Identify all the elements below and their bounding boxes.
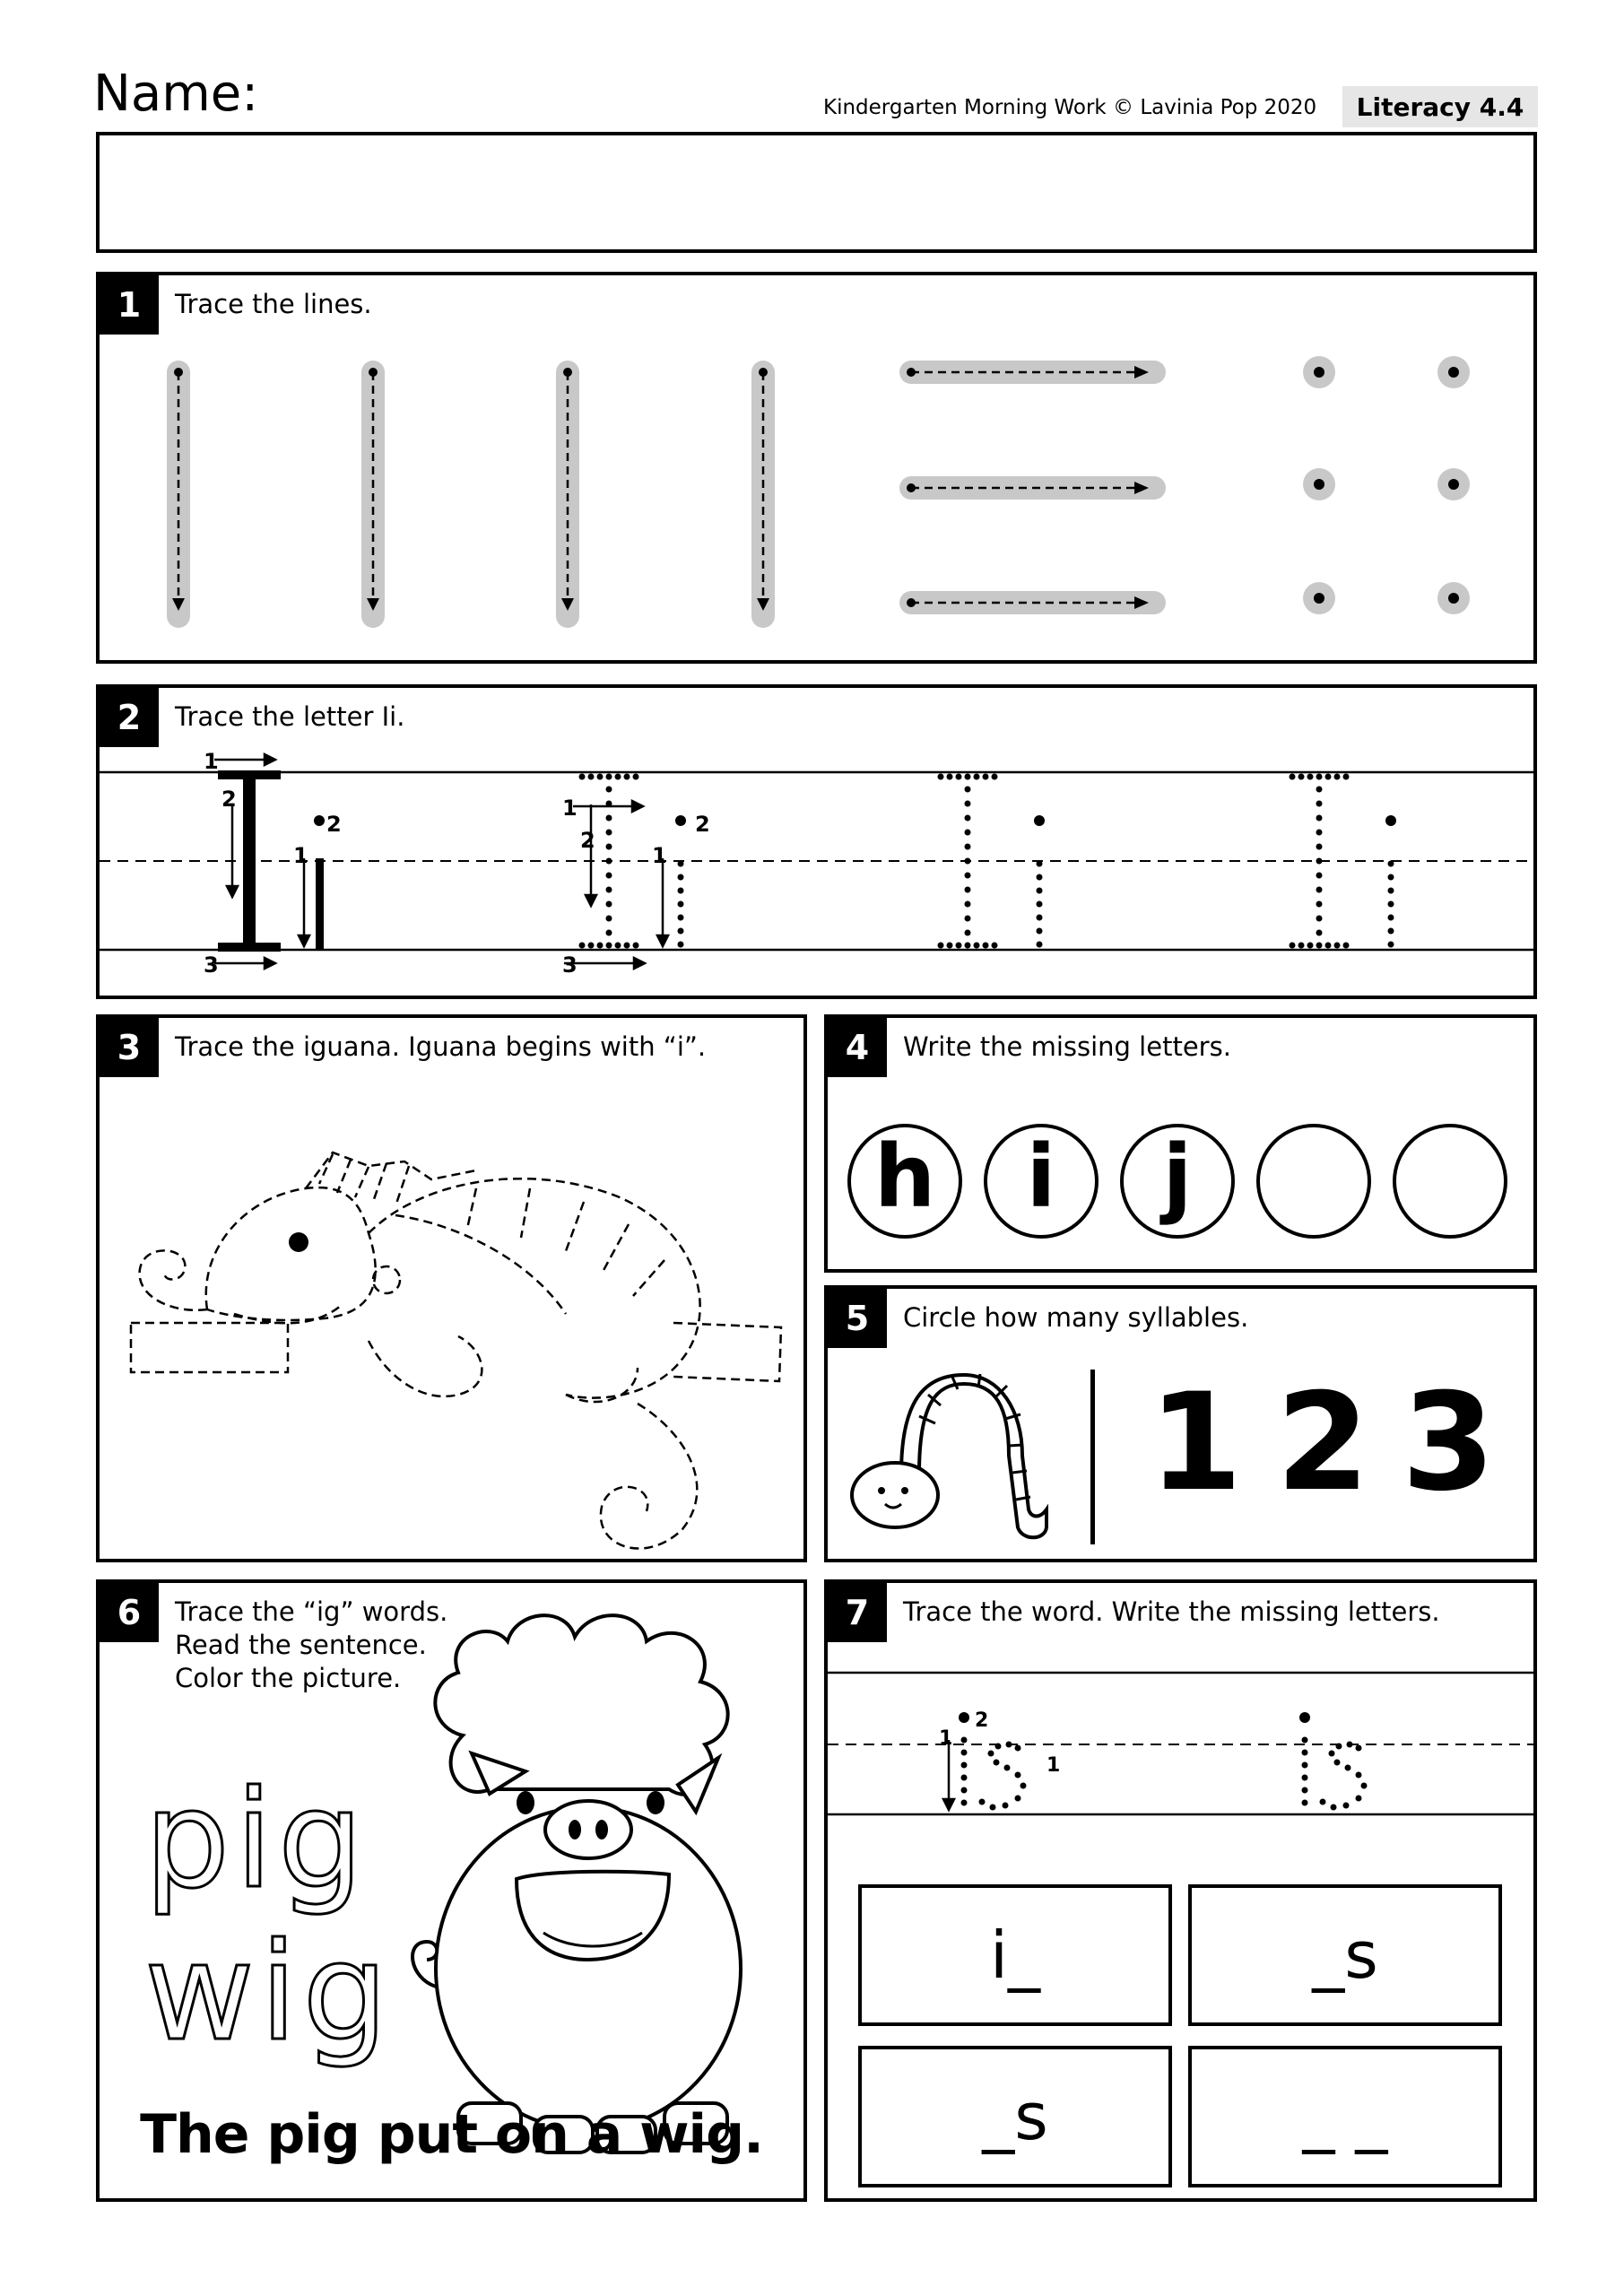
name-label: Name: (93, 65, 259, 123)
sentence: The pig put on a wig. (140, 2103, 764, 2166)
word-pig[interactable]: pig (143, 1761, 369, 1920)
stroke-label: 3 (562, 952, 578, 978)
answer-box[interactable]: _s (858, 2046, 1172, 2187)
letter-circle-i: i (984, 1124, 1099, 1239)
worm-picture (850, 1372, 1048, 1540)
stroke-label: 2 (695, 812, 710, 837)
section-number: 7 (828, 1583, 887, 1642)
section-ig-words: 6 Trace the “ig” words. Read the sentenc… (96, 1579, 807, 2202)
letter-circle-blank[interactable] (1393, 1124, 1507, 1239)
section-syllables: 5 Circle how many syllables. 1 2 3 (824, 1285, 1537, 1562)
section-instruction: Trace the lines. (175, 289, 372, 319)
section-number: 2 (100, 688, 159, 747)
word-wig[interactable]: wig (143, 1914, 394, 2073)
answer-box[interactable]: _s (1188, 1884, 1502, 2026)
letter-circle-text: j (1162, 1126, 1193, 1227)
stroke-label: 3 (204, 952, 219, 978)
letter-circle-text: h (873, 1126, 936, 1227)
syllable-option-3[interactable]: 3 (1402, 1365, 1496, 1521)
answer-box[interactable]: _ _ (1188, 2046, 1502, 2187)
answer-box-text: _s (982, 2079, 1048, 2154)
iguana-tracing-drawing[interactable] (100, 1018, 803, 1559)
section-number: 1 (100, 275, 159, 335)
section-instruction: Trace the “ig” words. Read the sentence.… (175, 1596, 448, 1693)
stroke-label: 1 (293, 843, 308, 868)
section-trace-lines: 1 Trace the lines. (96, 272, 1537, 664)
section-instruction: Trace the iguana. Iguana begins with “i”… (175, 1031, 707, 1062)
section-instruction: Circle how many syllables. (903, 1302, 1249, 1333)
section-trace-word: 7 Trace the word. Write the missing lett… (824, 1579, 1537, 2202)
answer-box-text: _s (1312, 1918, 1378, 1993)
section-number: 5 (828, 1289, 887, 1348)
worksheet-code: Literacy 4.4 (1342, 86, 1538, 127)
letter-circle-j: j (1120, 1124, 1235, 1239)
stroke-label: 2 (975, 1709, 988, 1732)
letter-circle-blank[interactable] (1256, 1124, 1371, 1239)
section-trace-letter: 2 Trace the letter Ii. 1 2 3 1 2 (96, 684, 1537, 999)
section-instruction: Trace the word. Write the missing letter… (903, 1596, 1440, 1627)
answer-box-text: i_ (989, 1918, 1040, 1993)
letter-circle-h: h (847, 1124, 962, 1239)
answer-box[interactable]: i_ (858, 1884, 1172, 2026)
section-number: 3 (100, 1018, 159, 1077)
stroke-order-arrows (214, 752, 671, 971)
stroke-label: 1 (652, 843, 667, 868)
worksheet-code-text: Literacy 4.4 (1356, 91, 1524, 122)
credit-text: Kindergarten Morning Work © Lavinia Pop … (823, 96, 1317, 119)
section-trace-iguana: 3 Trace the iguana. Iguana begins with “… (96, 1014, 807, 1562)
stroke-label: 1 (939, 1727, 952, 1750)
letter-tracing-lines[interactable]: 1 2 3 1 2 1 2 3 1 2 (100, 688, 1533, 996)
word-tracing-lines[interactable]: 211 (828, 1583, 1533, 1816)
stroke-label: 2 (580, 828, 595, 853)
section-number: 6 (100, 1583, 159, 1642)
syllable-option-1[interactable]: 1 (1149, 1365, 1243, 1521)
model-capital-i (218, 770, 325, 952)
answer-box-text: _ _ (1302, 2079, 1388, 2154)
section-number: 4 (828, 1018, 887, 1077)
stroke-label: 2 (326, 812, 342, 837)
stroke-label: 2 (221, 787, 237, 812)
stroke-label: 1 (204, 749, 219, 774)
section-instruction: Trace the letter Ii. (175, 701, 405, 732)
letter-circle-text: i (1026, 1126, 1056, 1227)
stroke-label: 1 (1046, 1754, 1060, 1777)
section-instruction: Write the missing letters. (903, 1031, 1231, 1062)
name-field[interactable] (96, 132, 1537, 253)
pig-picture[interactable] (409, 1601, 786, 2154)
trace-lines-drawing[interactable] (100, 275, 1533, 660)
divider (1090, 1370, 1095, 1544)
syllable-option-2[interactable]: 2 (1276, 1365, 1370, 1521)
stroke-label: 1 (562, 796, 578, 821)
